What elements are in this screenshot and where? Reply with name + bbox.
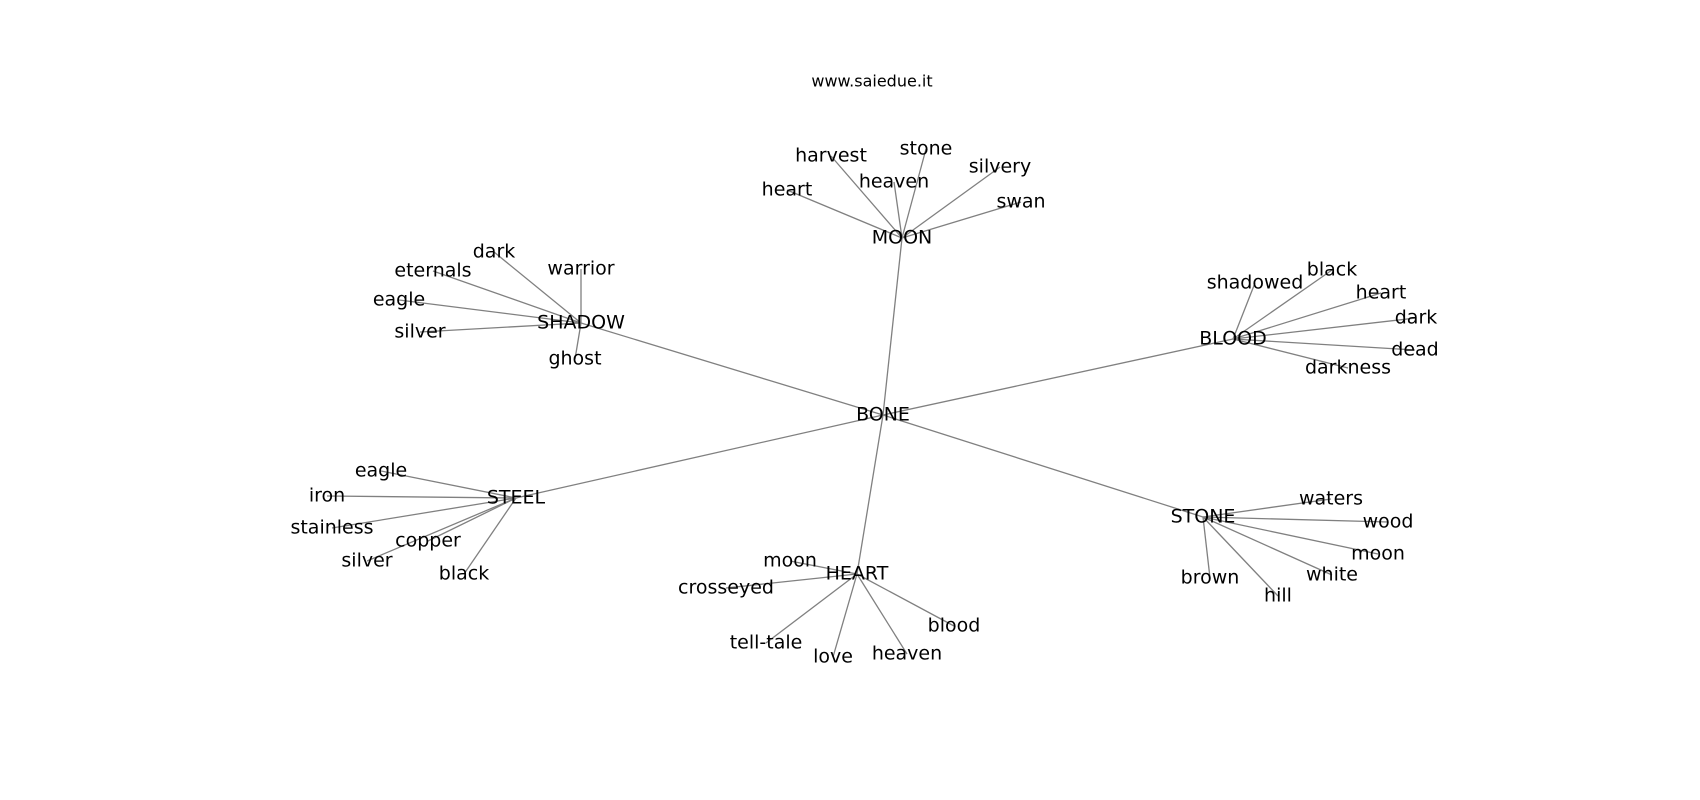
node-word-steel-iron: iron [309, 485, 345, 507]
node-word-stone-brown: brown [1181, 567, 1240, 589]
node-word-steel-eagle: eagle [355, 460, 407, 482]
node-word-stone-hill: hill [1264, 585, 1292, 607]
node-word-moon-swan: swan [996, 191, 1045, 213]
node-word-blood-heart: heart [1356, 282, 1407, 304]
edge-stone-hill [1202, 516, 1279, 597]
edge-center-blood [882, 338, 1234, 416]
node-hub-blood: BLOOD [1199, 328, 1266, 350]
edge-moon-harvest [830, 155, 903, 239]
node-word-steel-copper: copper [395, 530, 461, 552]
node-word-stone-wood: wood [1363, 511, 1414, 533]
edge-stone-brown [1202, 516, 1211, 579]
edge-stone-moon [1202, 516, 1379, 555]
edge-shadow-eternals [432, 270, 582, 324]
node-center: BONE [856, 404, 910, 426]
edge-blood-black [1232, 269, 1333, 340]
edge-moon-stone [901, 148, 927, 239]
site-url: www.saiedue.it [811, 72, 932, 91]
node-word-blood-dark: dark [1395, 307, 1438, 329]
edge-stone-waters [1202, 498, 1332, 518]
edge-heart-blood [856, 573, 955, 627]
node-word-shadow-silver: silver [394, 321, 445, 343]
node-word-heart-moon: moon [763, 550, 817, 572]
edge-moon-swan [901, 201, 1022, 239]
node-word-steel-silver: silver [341, 550, 392, 572]
graph-nodes: BONE MOON heart harvest heaven stone silvery sw… [290, 138, 1438, 668]
edge-center-steel [515, 414, 884, 499]
edge-moon-heaven [893, 181, 903, 239]
node-word-shadow-dark: dark [473, 241, 516, 263]
edge-steel-iron [326, 495, 517, 499]
node-word-shadow-eternals: eternals [394, 260, 471, 282]
edge-moon-silvery [901, 166, 1001, 239]
node-word-heart-blood: blood [928, 615, 981, 637]
edge-blood-heart [1232, 292, 1382, 340]
node-word-moon-heart: heart [762, 179, 813, 201]
edge-center-shadow [580, 322, 884, 416]
graph-edges [326, 148, 1417, 658]
node-word-blood-darkness: darkness [1305, 357, 1391, 379]
node-hub-shadow: SHADOW [537, 312, 625, 334]
node-word-moon-stone: stone [900, 138, 953, 160]
node-word-blood-black: black [1307, 259, 1357, 281]
edge-heart-heaven [856, 573, 908, 655]
edge-steel-silver [366, 497, 517, 562]
edge-heart-crosseyed [725, 573, 858, 589]
edge-heart-tell-tale [765, 573, 858, 644]
edge-stone-white [1202, 516, 1333, 576]
node-hub-steel: STEEL [487, 487, 546, 509]
node-word-heart-love: love [813, 646, 853, 668]
edge-heart-love [832, 573, 858, 658]
node-word-moon-heaven: heaven [859, 171, 929, 193]
edge-blood-darkness [1232, 338, 1349, 369]
node-word-heart-heaven: heaven [872, 643, 942, 665]
edge-heart-moon [789, 560, 858, 575]
edge-shadow-dark [493, 251, 582, 324]
node-word-heart-crosseyed: crosseyed [678, 577, 774, 599]
edge-shadow-eagle [398, 299, 582, 324]
node-hub-heart: HEART [826, 563, 889, 585]
node-word-steel-stainless: stainless [290, 517, 373, 539]
node-word-shadow-ghost: ghost [548, 348, 601, 370]
node-word-shadow-warrior: warrior [547, 258, 614, 280]
node-word-blood-dead: dead [1391, 339, 1438, 361]
edge-steel-eagle [380, 470, 517, 499]
edge-steel-stainless [331, 497, 517, 529]
node-word-blood-shadowed: shadowed [1207, 272, 1304, 294]
edge-steel-black [463, 497, 517, 575]
node-word-shadow-eagle: eagle [373, 289, 425, 311]
edge-blood-dark [1232, 317, 1417, 340]
edge-center-heart [856, 414, 884, 575]
edge-blood-dead [1232, 338, 1416, 351]
node-hub-moon: MOON [872, 227, 933, 249]
edge-moon-heart [786, 189, 903, 239]
edge-center-stone [882, 414, 1204, 518]
node-word-moon-harvest: harvest [795, 145, 867, 167]
node-word-heart-tell-tale: tell-tale [730, 632, 803, 654]
edge-shadow-silver [419, 322, 582, 333]
node-word-steel-black: black [439, 563, 489, 585]
node-word-stone-white: white [1306, 564, 1358, 586]
edge-center-moon [882, 237, 903, 416]
edge-stone-wood [1202, 516, 1389, 523]
node-hub-stone: STONE [1171, 506, 1236, 528]
node-word-stone-moon: moon [1351, 543, 1405, 565]
edge-shadow-ghost [574, 322, 582, 360]
node-word-moon-silvery: silvery [969, 156, 1031, 178]
edge-blood-shadowed [1232, 282, 1256, 340]
edge-steel-copper [427, 497, 517, 542]
node-word-stone-waters: waters [1299, 488, 1363, 510]
